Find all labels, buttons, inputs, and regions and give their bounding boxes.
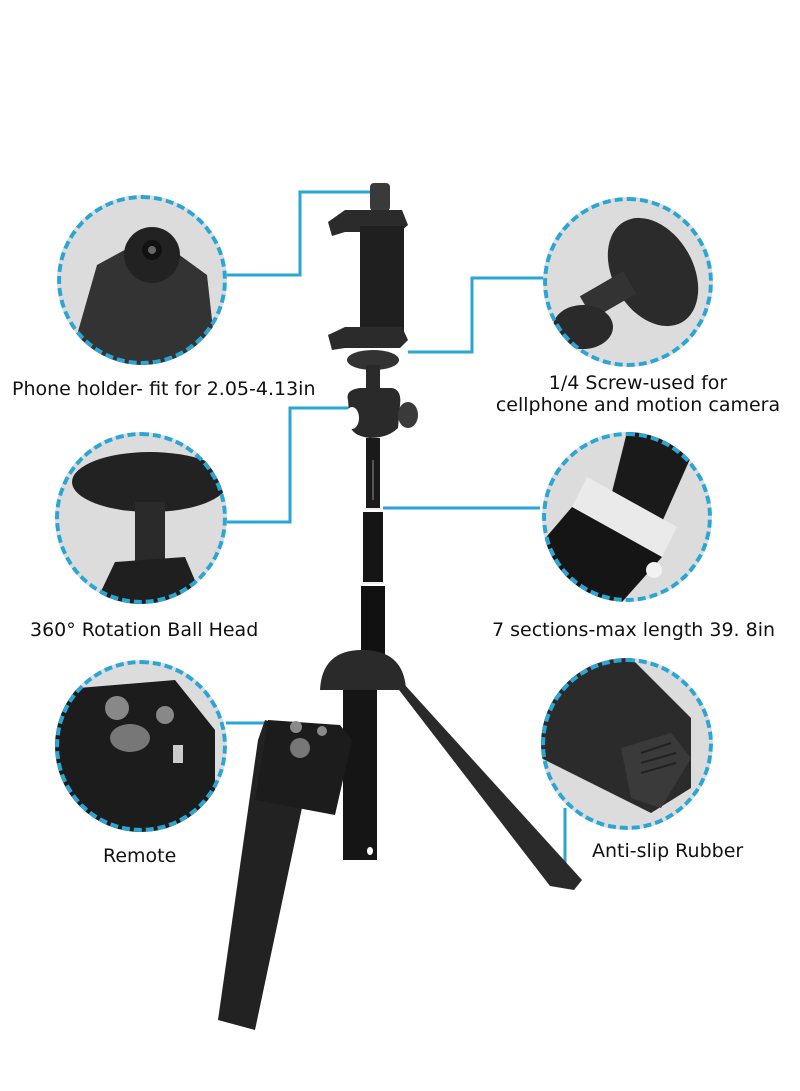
callout-anti-slip: [541, 658, 713, 830]
label-ball-head: 360° Rotation Ball Head: [30, 619, 259, 641]
label-remote: Remote: [103, 845, 177, 867]
ball-head-detail-image: [72, 452, 227, 604]
remote-detail-image: [55, 680, 215, 832]
label-screw: 1/4 Screw-used for cellphone and motion …: [488, 372, 788, 416]
callout-sections: [542, 432, 712, 602]
callout-remote: [55, 660, 227, 832]
callout-ball-head: [55, 432, 227, 604]
screw-detail-image: [553, 217, 699, 349]
callout-phone-holder: [57, 195, 227, 365]
label-sections: 7 sections-max length 39. 8in: [492, 619, 776, 641]
phone-holder-detail-image: [77, 227, 217, 365]
label-screw-line2: cellphone and motion camera: [495, 394, 781, 416]
label-anti-slip: Anti-slip Rubber: [592, 840, 744, 862]
label-screw-line1: 1/4 Screw-used for: [548, 372, 728, 394]
sections-detail-image: [542, 432, 702, 602]
label-phone-holder: Phone holder- fit for 2.05-4.13in: [12, 378, 316, 400]
anti-slip-detail-image: [541, 658, 691, 813]
connector-lines: [226, 190, 567, 878]
callout-screw: [543, 197, 713, 367]
